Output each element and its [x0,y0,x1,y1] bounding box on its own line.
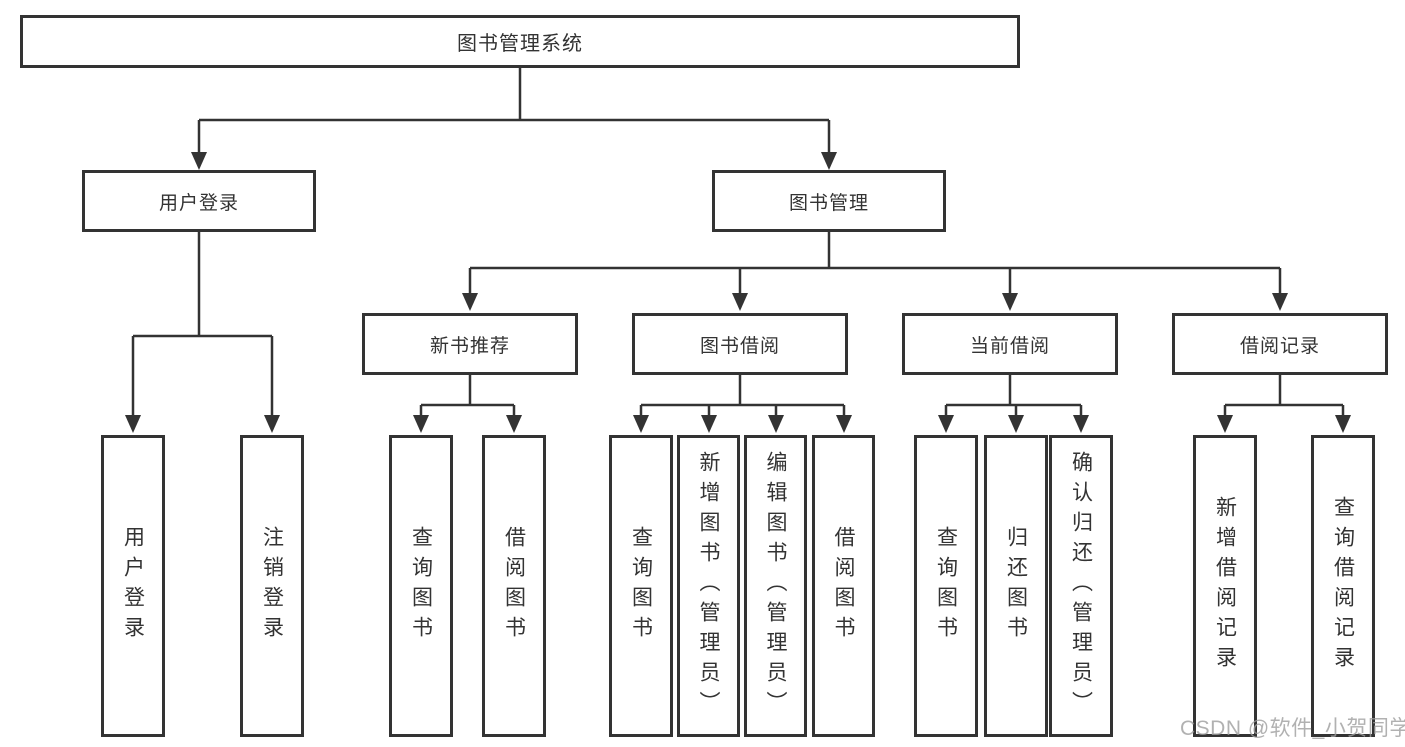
watermark: CSDN @软件_小贺同学 [1180,717,1405,740]
node-current-borrow: 当前借阅 [902,313,1118,375]
arrowhead [1272,293,1288,311]
connector-user-login-to-leaves [125,232,280,433]
arrowhead [1073,415,1089,433]
arrowhead [821,152,837,170]
leaf-nbr-borrow-books: 借阅图书 [482,435,546,737]
node-new-book-recommend: 新书推荐 [362,313,578,375]
arrowhead [836,415,852,433]
leaf-cb-confirm-return-admin: 确认归还（管理员） [1049,435,1113,737]
leaf-br-add-record: 新增借阅记录 [1193,435,1257,737]
leaf-bb-add-books-admin: 新增图书（管理员） [677,435,740,737]
arrowhead [506,415,522,433]
connector-book-borrow-to-leaves [633,375,852,433]
leaf-br-query-record: 查询借阅记录 [1311,435,1375,737]
node-user-login-branch: 用户登录 [82,170,316,232]
arrowhead [732,293,748,311]
arrowhead [191,152,207,170]
node-book-borrow: 图书借阅 [632,313,848,375]
leaf-bb-query-books: 查询图书 [609,435,673,737]
arrowhead [462,293,478,311]
node-root: 图书管理系统 [20,15,1020,68]
connector-root-to-level2 [191,67,837,170]
leaf-bb-borrow-books: 借阅图书 [812,435,875,737]
connector-new-book-recommend-to-leaves [413,375,522,433]
connector-book-mgmt-to-level3 [462,232,1288,311]
leaf-user-login: 用户登录 [101,435,165,737]
arrowhead [633,415,649,433]
leaf-logout: 注销登录 [240,435,304,737]
leaf-cb-return-books: 归还图书 [984,435,1048,737]
leaf-bb-edit-books-admin: 编辑图书（管理员） [744,435,807,737]
arrowhead [768,415,784,433]
node-book-management: 图书管理 [712,170,946,232]
arrowhead [938,415,954,433]
leaf-cb-query-books: 查询图书 [914,435,978,737]
connector-current-borrow-to-leaves [938,375,1089,433]
arrowhead [413,415,429,433]
arrowhead [264,415,280,433]
node-borrow-records: 借阅记录 [1172,313,1388,375]
connector-borrow-records-to-leaves [1217,375,1351,433]
leaf-nbr-query-books: 查询图书 [389,435,453,737]
arrowhead [1002,293,1018,311]
arrowhead [1217,415,1233,433]
arrowhead [125,415,141,433]
arrowhead [1008,415,1024,433]
arrowhead [1335,415,1351,433]
arrowhead [701,415,717,433]
